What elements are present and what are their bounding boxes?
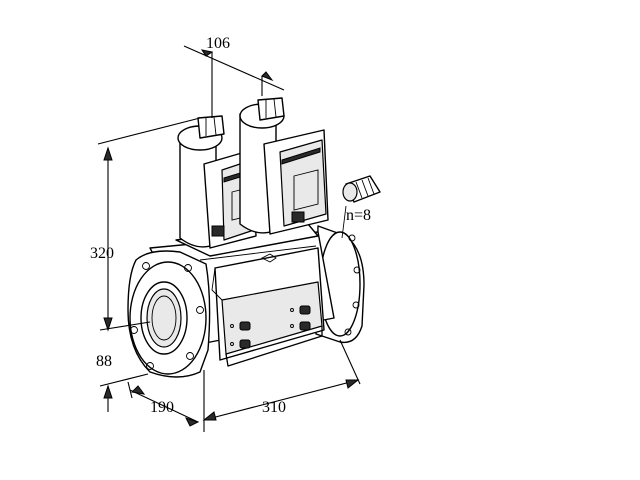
dimension-320-label: 320: [90, 245, 114, 262]
bolt-hole: [196, 306, 204, 314]
gland-count-label: n=8: [346, 207, 371, 224]
dimension-88-label: 88: [96, 353, 112, 370]
cable-gland-icon: [341, 175, 381, 239]
dimension-106-label: 106: [206, 35, 230, 52]
dimension-190: 190: [127, 381, 200, 427]
dimension-310: 310: [202, 339, 361, 432]
coil-nut-right: [257, 97, 285, 121]
solenoid-coil-right: [239, 97, 329, 235]
bolt-hole: [142, 262, 150, 270]
dimension-310-label: 310: [262, 399, 286, 416]
bolt-hole: [130, 326, 138, 334]
coil-nut-left: [197, 115, 225, 139]
dimension-106: 106: [183, 35, 285, 118]
actuator-housing: [211, 247, 325, 367]
dimension-88: 88: [96, 353, 149, 412]
bolt-hole: [146, 362, 154, 370]
left-flange: [127, 250, 211, 378]
pressure-fittings: [230, 305, 311, 349]
dimension-320: 320: [90, 117, 201, 332]
bolt-hole: [186, 352, 194, 360]
bolt-hole: [184, 264, 192, 272]
dimension-190-label: 190: [150, 399, 174, 416]
